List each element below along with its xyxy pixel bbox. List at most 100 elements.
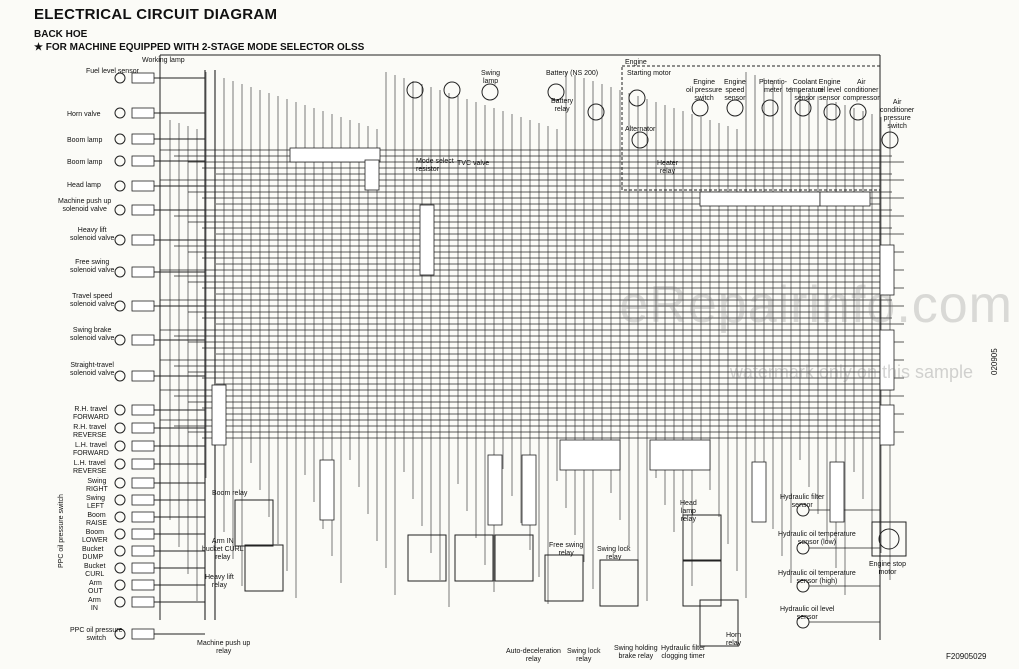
relay-box — [682, 559, 722, 607]
label-heavy-lift-valve: Heavy lift solenoid valve — [70, 227, 115, 242]
label-head-lamp: Head lamp — [67, 182, 101, 189]
component-symbol — [114, 370, 126, 382]
label-working-lamp: Working lamp — [142, 57, 185, 64]
component-symbol — [114, 334, 126, 346]
component-symbol — [761, 99, 779, 117]
side-code: 020905 — [990, 348, 999, 375]
component-symbol — [114, 440, 126, 452]
label-filter-sensor: Hydraulic filter sensor — [780, 494, 825, 509]
component-symbol — [114, 266, 126, 278]
connector-block — [649, 439, 711, 471]
diagram-subtitle: BACK HOE — [34, 29, 88, 40]
label-swing-lock-relay-top: Swing lock relay — [597, 546, 631, 561]
component-symbol — [631, 131, 649, 149]
connector-block — [131, 422, 155, 434]
connector-block — [131, 404, 155, 416]
relay-box — [494, 534, 534, 582]
label-arm-in: Arm IN — [88, 597, 101, 612]
component-symbol — [726, 99, 744, 117]
label-mode-select: Mode select resistor — [416, 158, 454, 173]
connector-block — [131, 334, 155, 346]
label-swing-right: Swing RIGHT — [86, 478, 108, 493]
label-battery: Battery (NS 200) — [546, 70, 599, 77]
connector-block — [131, 370, 155, 382]
label-engine-speed-sensor: Engine speed sensor — [724, 79, 746, 102]
connector-block — [131, 133, 155, 145]
label-swing-left: Swing LEFT — [86, 495, 106, 510]
connector-block — [131, 579, 155, 591]
component-symbol — [114, 180, 126, 192]
component-symbol — [114, 72, 126, 84]
label-push-up-relay: Machine push up relay — [197, 640, 251, 655]
connector-block — [131, 494, 155, 506]
component-symbol — [114, 107, 126, 119]
label-push-up-valve: Machine push up solenoid valve — [58, 198, 112, 213]
connector-block — [364, 159, 380, 191]
connector-block — [879, 404, 895, 446]
label-horn-valve: Horn valve — [67, 111, 101, 118]
connector-block — [131, 234, 155, 246]
connector-block — [131, 528, 155, 540]
connector-block — [751, 461, 767, 523]
relay-box — [407, 534, 447, 582]
connector-block — [211, 384, 227, 446]
connector-block — [829, 461, 845, 523]
component-symbol — [443, 81, 461, 99]
connector-block — [559, 439, 621, 471]
connector-block — [131, 300, 155, 312]
label-engine-stop-motor: Engine stop motor — [869, 561, 906, 576]
label-boom-lower: Boom LOWER — [82, 529, 108, 544]
component-symbol — [881, 131, 899, 149]
connector-block — [819, 191, 871, 207]
component-symbol — [628, 89, 646, 107]
component-symbol — [114, 579, 126, 591]
relay-box — [699, 599, 739, 647]
component-symbol — [114, 511, 126, 523]
label-rh-reverse: R.H. travel REVERSE — [73, 424, 107, 439]
motor-circle — [878, 528, 900, 550]
ppc-vertical-label: PPC oil pressure switch — [58, 494, 65, 568]
figure-code: F20905029 — [946, 652, 987, 661]
component-symbol — [114, 458, 126, 470]
connector-block — [131, 180, 155, 192]
label-air-compressor: Air conditioner compressor — [843, 79, 880, 102]
label-rh-forward: R.H. travel FORWARD — [73, 406, 109, 421]
connector-block — [521, 454, 537, 526]
label-oil-pressure-switch: Engine oil pressure switch — [686, 79, 723, 102]
label-lh-forward: L.H. travel FORWARD — [73, 442, 109, 457]
diagram-note: ★ FOR MACHINE EQUIPPED WITH 2-STAGE MODE… — [34, 42, 365, 53]
component-symbol — [114, 234, 126, 246]
watermark-main: eRepairinfo.com — [619, 276, 1013, 334]
connector-block — [131, 511, 155, 523]
label-battery-relay: Battery relay — [551, 98, 574, 113]
label-oil-level-hyd-sensor: Hydraulic oil level sensor — [780, 606, 835, 621]
label-swing-lock-relay: Swing lock relay — [567, 648, 601, 663]
component-symbol — [114, 562, 126, 574]
component-symbol — [823, 103, 841, 121]
connector-block — [319, 459, 335, 521]
component-symbol — [114, 545, 126, 557]
relay-box — [682, 514, 722, 562]
label-coolant-sensor: Coolant temperature sensor — [786, 79, 824, 102]
label-auto-decel-relay: Auto-deceleration relay — [506, 648, 561, 663]
component-symbol — [114, 477, 126, 489]
label-filter-clogging-timer: Hydraulic filter clogging timer — [661, 645, 706, 660]
component-symbol — [114, 528, 126, 540]
connector-block — [131, 596, 155, 608]
relay-box — [599, 559, 639, 607]
component-symbol — [114, 494, 126, 506]
diagram-title: ELECTRICAL CIRCUIT DIAGRAM — [34, 6, 278, 23]
label-air-pressure-switch: Air conditioner pressure switch — [880, 99, 915, 130]
component-symbol — [481, 83, 499, 101]
sensor-symbol — [796, 541, 810, 555]
component-symbol — [406, 81, 424, 99]
sensor-symbol — [796, 615, 810, 629]
connector-block — [131, 458, 155, 470]
label-bucket-dump: Bucket DUMP — [82, 546, 104, 561]
label-travel-speed-valve: Travel speed solenoid valve — [70, 293, 115, 308]
connector-block — [289, 147, 381, 163]
label-straight-travel-valve: Straight-travel solenoid valve — [70, 362, 115, 377]
component-symbol — [114, 596, 126, 608]
component-symbol — [114, 404, 126, 416]
component-symbol — [114, 422, 126, 434]
